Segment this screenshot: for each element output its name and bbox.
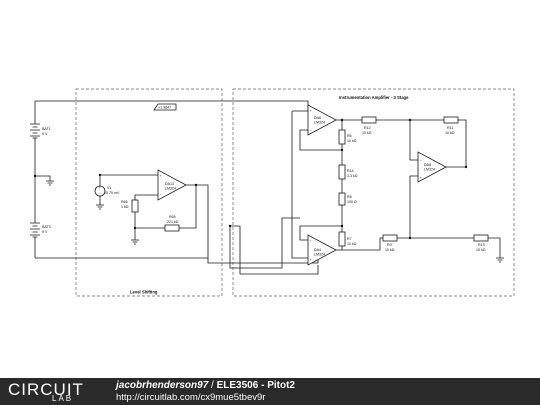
footer-title: jacobrhenderson97 / ELE3506 - Pitot2 [116,380,295,391]
net-label-tag[interactable] [153,103,177,111]
r66-value: 1 kΩ [121,205,129,209]
r66-ground-symbol [131,239,139,245]
resistor-r11[interactable] [443,116,459,124]
bat3-value: 9 V [42,230,48,234]
opamp-da8[interactable] [417,151,447,183]
level-shifting-title: Level Shifting [130,290,158,295]
da8-minus: − [420,159,422,163]
r13-value: 10 kΩ [476,248,486,252]
v1-ground-symbol [96,204,104,210]
resistor-r66[interactable] [131,199,139,213]
r9-name: R9 [387,243,392,247]
v1-name: V1 [107,186,111,190]
resistor-r6[interactable] [338,129,346,145]
r66-name: R66 [121,200,128,204]
r11-out-wire [458,119,467,167]
bat3-name: BAT3 [42,225,51,229]
da8-plus-wire [409,175,418,238]
da6-name: DA6 [314,116,321,120]
r66-bottom-wire [134,212,165,229]
resistor-r12[interactable] [361,116,377,124]
da13-part: LM324 [165,187,176,191]
battery-bat3[interactable] [30,222,40,238]
da8-plus: + [420,176,422,180]
da13-name: DA13 [165,182,174,186]
r13-out-wire [488,237,501,258]
circuitlab-logo[interactable]: CIRCUIT LAB [8,380,98,403]
mid-ground-wire [35,175,51,181]
instrumentation-amplifier-box [232,88,515,297]
opamp-da6[interactable] [307,104,337,136]
schematic: Level Shifting Instrumentation Amplifier… [30,88,515,297]
logo-circuit-text: CIRCUIT [8,380,84,399]
footer-project[interactable]: ELE3506 - Pitot2 [216,380,295,391]
opamp-da13[interactable] [157,169,187,201]
battery-bat1[interactable] [30,123,40,139]
r8-name: R8 [347,195,352,199]
r12-value: 10 kΩ [362,131,372,135]
r7-value: 10 kΩ [347,242,357,246]
r65-value: 221 kΩ [167,220,179,224]
da6-part: LM324 [314,121,325,125]
ia-bottom-wire [230,225,319,275]
bat1-name: BAT1 [42,127,51,131]
bottom-rail-wire [35,256,319,264]
da4-plus: + [310,258,312,262]
r65-name: R65 [169,215,176,219]
r6-value: 10 kΩ [347,139,357,143]
r7-name: R7 [347,237,352,241]
footer-url[interactable]: http://circuitlab.com/cx9mue5tbev9r [116,392,266,403]
da13-output-wire [186,184,209,258]
opamp-da4[interactable] [307,234,337,266]
r14-name: R14 [347,169,354,173]
mid-ground-symbol [46,180,54,186]
v1-plus: + [99,186,101,190]
level-shifting-box [75,88,223,297]
resistor-r9[interactable] [382,234,398,242]
resistor-r13[interactable] [473,234,489,242]
r8-value: 100 Ω [347,200,357,204]
r12-name: R12 [364,126,371,130]
da4-inv-wire [299,225,342,241]
r12-out-wire [376,119,418,161]
instrumentation-amplifier-title: Instrumentation Amplifier - 3 Stage [339,95,409,100]
footer-user[interactable]: jacobrhenderson97 [116,380,209,391]
v1-value: 15.75 mV [104,191,120,195]
resistor-r65[interactable] [164,224,180,232]
r9-value: 10 kΩ [385,248,395,252]
da4-part: LM324 [314,253,325,257]
da13-inv-wire [134,194,158,200]
logo-lab-text: LAB [52,394,74,403]
v1-minus: − [99,192,101,196]
r11-name: R11 [447,126,453,130]
net-label-text: +1.9847 [158,106,171,110]
r6-name: R6 [347,134,352,138]
da4-output-wire [336,237,383,251]
bat1-value: 9 V [42,132,48,136]
da4-minus: − [310,239,312,243]
da8-part: LM324 [424,168,435,172]
resistor-r7[interactable] [338,231,346,247]
da6-plus-input-wire [291,110,308,259]
footer-bar: CIRCUIT LAB jacobrhenderson97 / ELE3506 … [0,378,540,405]
da4-name: DA4 [314,248,321,252]
r14-value: 3.3 kΩ [347,174,358,178]
footer-separator: / [208,380,217,391]
da8-name: DA8 [424,163,431,167]
schematic-canvas[interactable]: Level Shifting Instrumentation Amplifier… [0,0,540,378]
da13-minus: − [160,193,162,197]
da6-output-wire [336,119,360,130]
da13-plus: + [160,174,162,178]
r13-ground-symbol [496,257,504,263]
ia-input-wire [229,217,300,269]
r13-name: R13 [478,243,485,247]
r65-feedback-wire [179,185,197,229]
resistor-r14[interactable] [338,164,346,180]
junction-dots [33,118,468,240]
da6-minus: − [310,129,312,133]
resistor-r8[interactable] [338,192,346,206]
da6-plus: + [310,109,312,113]
r11-value: 10 kΩ [445,131,455,135]
da6-inv-wire [299,129,342,151]
